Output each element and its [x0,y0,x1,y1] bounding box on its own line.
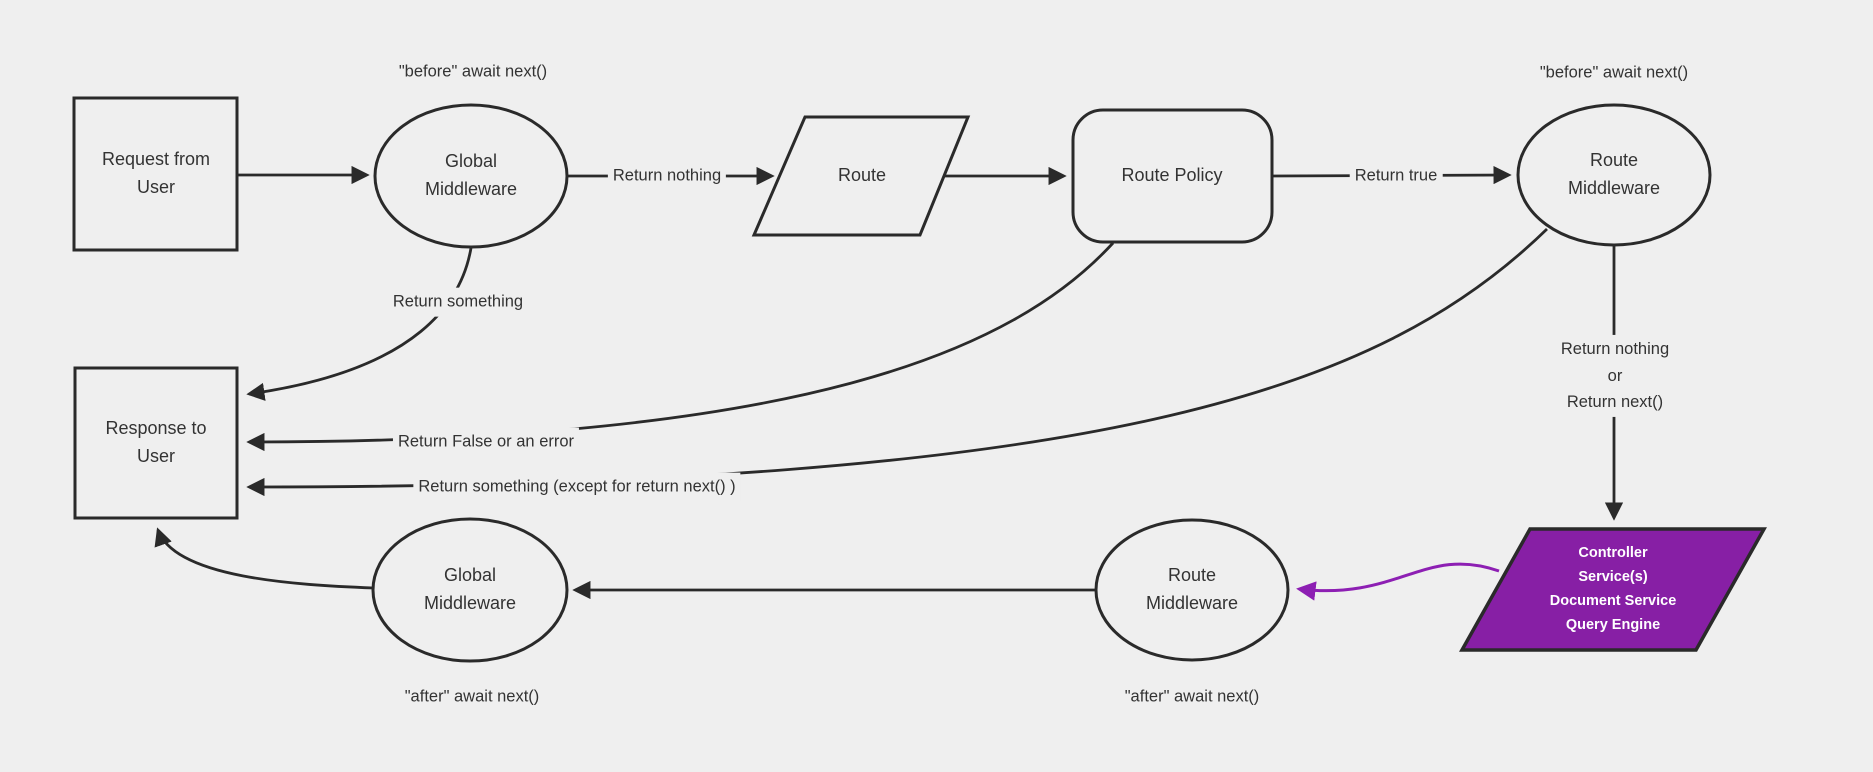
after-await-next-right-label: "after" await next() [1119,682,1265,712]
route-middleware-bottom-node [1094,518,1290,662]
route-policy-node [1071,108,1274,244]
return-nothing-label: Return nothing [607,161,727,191]
global-middleware-bottom-label: Global Middleware [423,565,517,613]
global-middleware-top-node [373,103,569,249]
response-to-user-node [73,366,239,520]
route-middleware-top-node [1516,103,1712,247]
edge-return-something-to-response [246,247,473,401]
route-label: Route [837,165,887,186]
route-node [751,115,971,237]
global-middleware-bottom-node [371,517,569,663]
controller-services-node [1459,527,1767,652]
return-true-label: Return true [1349,161,1443,191]
route-middleware-bottom-label: Route Middleware [1145,565,1239,613]
return-nothing-or-next-label: Return nothing or Return next() [1555,334,1675,418]
request-from-user-node [72,96,239,252]
edge-return-false-to-response [246,242,1115,452]
return-false-or-error-label: Return False or an error [392,427,580,457]
return-something-label: Return something [387,287,529,317]
route-policy-label: Route Policy [1121,165,1223,186]
edge-global-middleware-to-response [154,527,375,590]
after-await-next-left-label: "after" await next() [399,682,545,712]
before-await-next-right-label: "before" await next() [1534,58,1694,88]
return-something-except-label: Return something (except for return next… [413,472,741,502]
route-middleware-top-label: Route Middleware [1567,150,1661,198]
controller-services-label: Controller Service(s) Document Service Q… [1549,545,1677,633]
request-from-user-label: Request from User [101,149,211,197]
before-await-next-left-label: "before" await next() [393,57,553,87]
global-middleware-top-label: Global Middleware [424,151,518,199]
response-to-user-label: Response to User [105,418,207,466]
edge-controller-to-route-middleware-bottom [1296,562,1500,601]
